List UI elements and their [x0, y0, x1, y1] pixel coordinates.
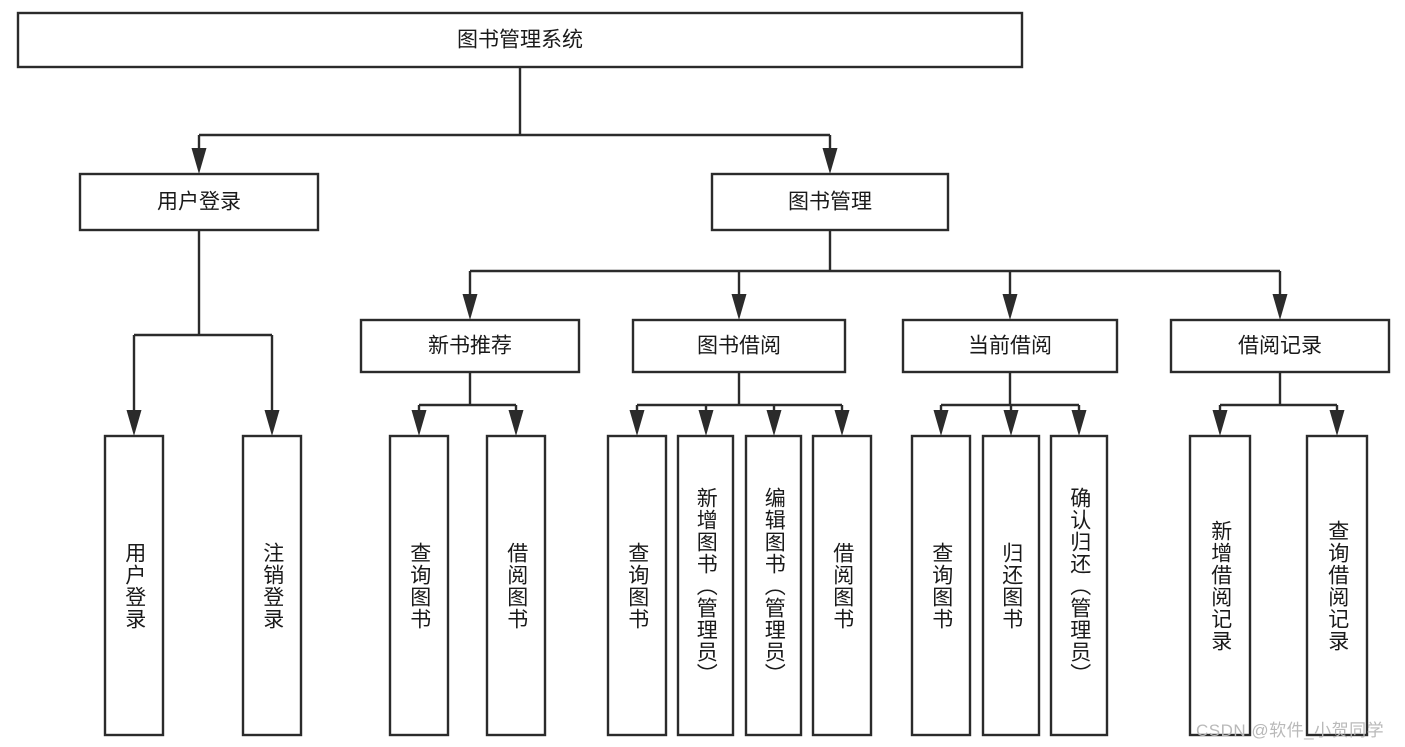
watermark-text: CSDN @软件_小贺同学 [1196, 721, 1385, 740]
node-box-leaf-add-book-admin[interactable] [676, 434, 735, 737]
arrow-head-icon [698, 410, 714, 436]
node-box-leaf-query-book-2[interactable] [606, 434, 668, 737]
arrow-head-icon [462, 294, 478, 320]
node-box-current-borrow[interactable] [901, 318, 1119, 374]
node-box-root[interactable] [16, 11, 1024, 69]
node-box-borrow-record[interactable] [1169, 318, 1391, 374]
node-box-leaf-add-borrow-record[interactable] [1188, 434, 1252, 737]
node-box-book-management[interactable] [710, 172, 950, 232]
arrow-head-icon [766, 410, 782, 436]
node-label-current-borrow: 当前借阅 [968, 335, 1052, 358]
edge-userlogin-to-leaves [126, 230, 280, 436]
node-box-layer [16, 11, 1391, 737]
node-label-user-login: 用户登录 [157, 191, 241, 214]
edge-root-to-level2 [191, 67, 838, 174]
node-box-leaf-return-book[interactable] [981, 434, 1041, 737]
arrow-head-icon [508, 410, 524, 436]
arrow-head-icon [191, 148, 207, 174]
node-label-book-borrow: 图书借阅 [697, 335, 781, 358]
node-box-book-borrow[interactable] [631, 318, 847, 374]
arrow-head-icon [1002, 294, 1018, 320]
node-label-root: 图书管理系统 [457, 29, 583, 52]
edge-bookmgmt-to-level3 [462, 230, 1288, 320]
arrow-head-icon [411, 410, 427, 436]
arrow-head-icon [731, 294, 747, 320]
node-box-new-book-recommend[interactable] [359, 318, 581, 374]
arrow-head-icon [1003, 410, 1019, 436]
edge-bookborrow-to-leaves [629, 372, 850, 436]
arrow-head-icon [834, 410, 850, 436]
arrow-head-icon [1272, 294, 1288, 320]
arrow-head-icon [126, 410, 142, 436]
node-label-book-management: 图书管理 [788, 191, 872, 214]
node-label-borrow-record: 借阅记录 [1238, 335, 1322, 358]
node-box-leaf-logout-login[interactable] [241, 434, 303, 737]
node-label-new-book-recommend: 新书推荐 [428, 335, 512, 358]
node-box-leaf-edit-book-admin[interactable] [744, 434, 803, 737]
edge-newbook-to-leaves [411, 372, 524, 436]
arrow-head-icon [1071, 410, 1087, 436]
node-box-leaf-query-borrow-record[interactable] [1305, 434, 1369, 737]
arrow-head-icon [1212, 410, 1228, 436]
arrow-head-icon [264, 410, 280, 436]
node-box-leaf-query-book-3[interactable] [910, 434, 972, 737]
node-box-leaf-user-login[interactable] [103, 434, 165, 737]
arrow-head-icon [1329, 410, 1345, 436]
node-box-leaf-confirm-return[interactable] [1049, 434, 1109, 737]
connector-layer [126, 67, 1345, 436]
node-box-leaf-query-book-1[interactable] [388, 434, 450, 737]
edge-borrowrecord-to-leaves [1212, 372, 1345, 436]
node-box-leaf-borrow-book-1[interactable] [485, 434, 547, 737]
node-box-leaf-borrow-book-2[interactable] [811, 434, 873, 737]
arrow-head-icon [822, 148, 838, 174]
arrow-head-icon [933, 410, 949, 436]
node-box-user-login[interactable] [78, 172, 320, 232]
arrow-head-icon [629, 410, 645, 436]
edge-currentborrow-to-leaves [933, 372, 1087, 436]
